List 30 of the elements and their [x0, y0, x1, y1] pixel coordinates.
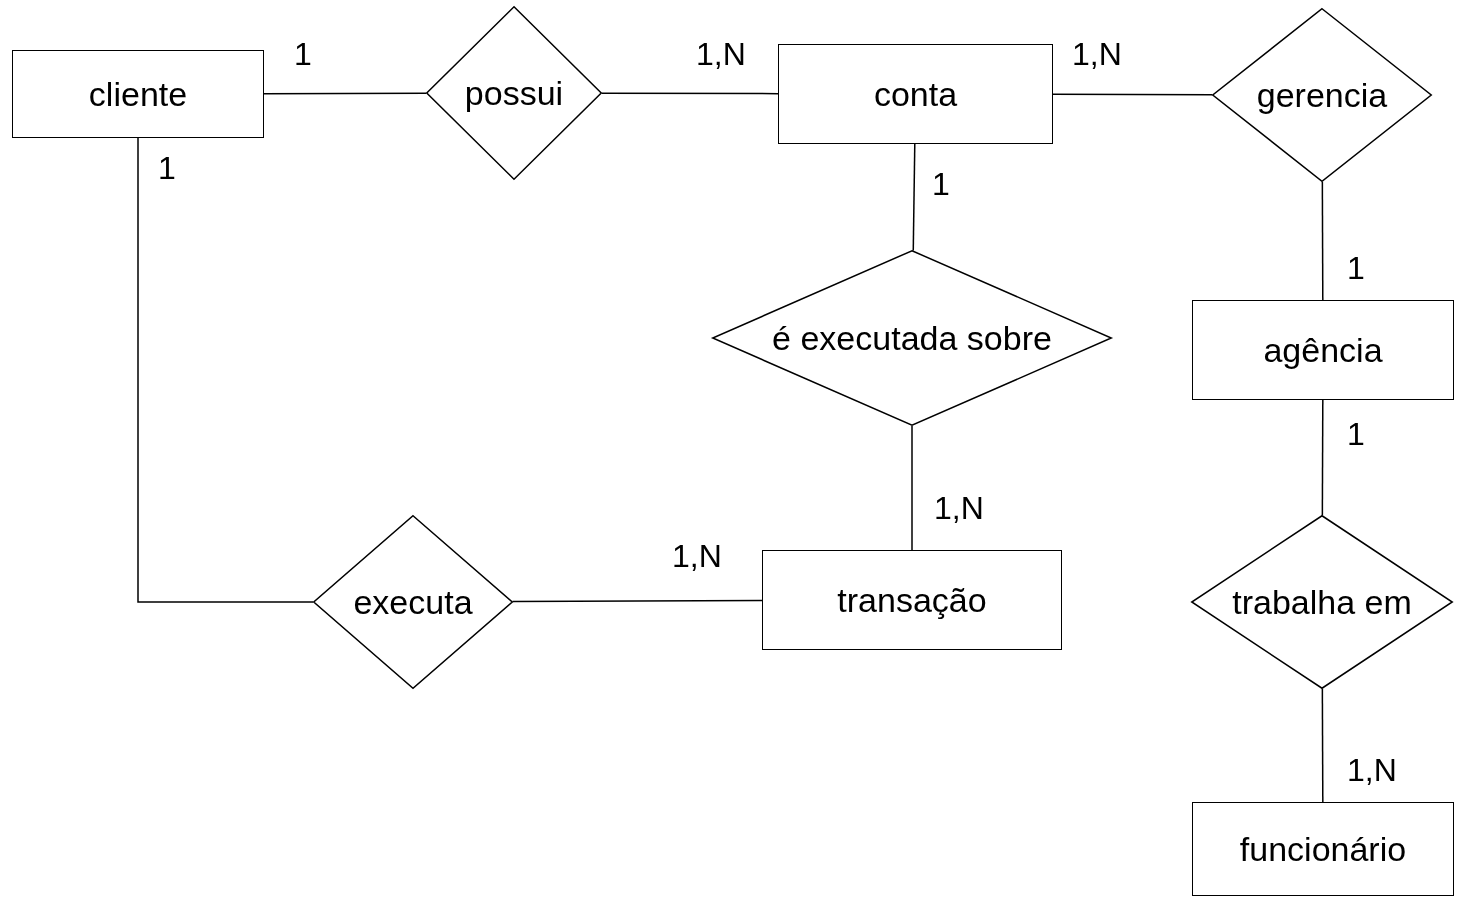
relationship-name: executa — [353, 585, 473, 619]
connector-line — [137, 137, 314, 603]
connector-line — [1321, 399, 1324, 516]
relationship-diamond — [1212, 8, 1432, 182]
entity-box — [1192, 802, 1454, 896]
entity-name: agência — [1263, 333, 1383, 367]
relationship-name: é executada sobre — [772, 321, 1052, 355]
connector-line — [1321, 688, 1324, 803]
connector-line — [1052, 93, 1214, 96]
connector-line — [911, 425, 913, 551]
relationship-name: gerencia — [1256, 78, 1388, 112]
relationship-name: possui — [464, 76, 564, 110]
entity-box — [762, 550, 1062, 650]
connector-line — [263, 92, 427, 95]
entity-name: transação — [837, 583, 987, 617]
relationship-diamond — [313, 515, 513, 689]
entity-name: conta — [873, 77, 958, 111]
connector-line — [511, 599, 763, 603]
connector-line — [1321, 181, 1324, 301]
relationship-diamond — [712, 250, 1112, 426]
entity-name: cliente — [88, 77, 188, 111]
entity-box — [12, 50, 264, 138]
relationship-diamond — [1191, 515, 1453, 689]
entity-box — [1192, 300, 1454, 400]
connector-line — [912, 143, 916, 252]
relationship-name: trabalha em — [1232, 585, 1412, 619]
entity-box — [778, 44, 1053, 144]
entity-name: funcionário — [1239, 832, 1407, 866]
relationship-diamond — [426, 6, 602, 180]
connector-line — [601, 92, 779, 95]
